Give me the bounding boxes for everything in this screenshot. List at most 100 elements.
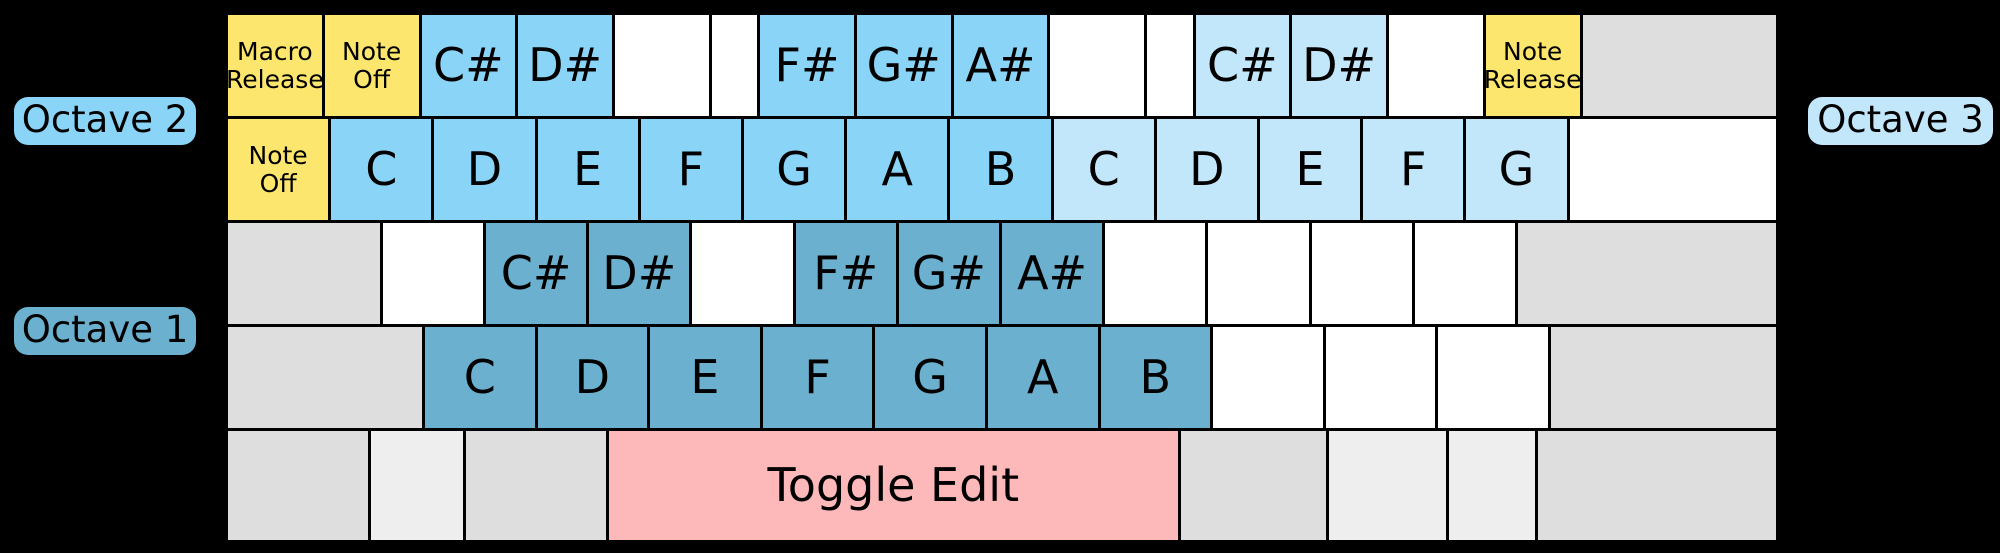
key-label: E: [573, 142, 603, 197]
key-toggle-edit[interactable]: Toggle Edit: [609, 431, 1181, 543]
key-f[interactable]: F: [762, 327, 876, 431]
key-empty: [466, 431, 610, 543]
key-b[interactable]: B: [1100, 327, 1214, 431]
key-label: A#: [1017, 246, 1088, 301]
key-g[interactable]: G#: [898, 223, 1002, 327]
key-f[interactable]: F#: [795, 223, 899, 327]
key-f[interactable]: F: [1363, 119, 1467, 223]
key-empty: [1517, 223, 1776, 327]
key-label: E: [690, 350, 720, 405]
key-label: F: [804, 350, 831, 405]
key-label: G#: [911, 246, 986, 301]
key-empty: [1537, 431, 1776, 543]
key-label: A: [1026, 350, 1059, 405]
key-a[interactable]: A#: [1001, 223, 1106, 327]
key-c[interactable]: C: [331, 119, 435, 223]
key-e[interactable]: E: [650, 327, 763, 431]
key-empty: [1105, 223, 1209, 327]
key-f[interactable]: F: [640, 119, 744, 223]
key-d[interactable]: D#: [589, 223, 693, 327]
key-d[interactable]: D#: [1292, 15, 1389, 119]
key-label: G: [776, 142, 812, 197]
key-label: F: [1400, 142, 1427, 197]
key-c[interactable]: C: [1053, 119, 1157, 223]
key-empty: [692, 223, 796, 327]
key-g[interactable]: G: [743, 119, 848, 223]
key-empty: [382, 223, 486, 327]
key-label: F#: [774, 38, 840, 93]
key-d[interactable]: D: [434, 119, 538, 223]
key-empty: [228, 327, 426, 431]
key-c[interactable]: C#: [485, 223, 590, 327]
key-label: C: [365, 142, 398, 197]
key-g[interactable]: G: [875, 327, 988, 431]
key-label: E: [1295, 142, 1325, 197]
key-label: C#: [433, 38, 504, 93]
key-empty: [228, 431, 371, 543]
key-label: G: [912, 350, 948, 405]
key-empty: [1582, 15, 1776, 119]
key-e[interactable]: E: [537, 119, 641, 223]
key-empty: [1213, 327, 1326, 431]
key-empty: [615, 15, 712, 119]
key-label: D: [574, 350, 611, 405]
key-empty: [370, 431, 467, 543]
key-label: D#: [602, 246, 677, 301]
key-d[interactable]: D: [537, 327, 651, 431]
key-empty: [1550, 327, 1776, 431]
key-empty: [1448, 431, 1538, 543]
key-empty: [1208, 223, 1312, 327]
key-label: B: [984, 142, 1017, 197]
key-label: F: [677, 142, 705, 197]
key-label: A: [881, 142, 914, 197]
key-label: F#: [813, 246, 879, 301]
key-label: B: [1139, 350, 1172, 405]
octave-1-label: Octave 1: [14, 307, 196, 355]
key-c[interactable]: C#: [1195, 15, 1293, 119]
key-d[interactable]: D: [1156, 119, 1260, 223]
key-empty: [1389, 15, 1486, 119]
key-e[interactable]: E: [1259, 119, 1364, 223]
key-empty: [1325, 327, 1439, 431]
key-label: Toggle Edit: [767, 458, 1020, 513]
octave-2-label: Octave 2: [14, 97, 196, 145]
key-a[interactable]: A: [847, 119, 951, 223]
key-empty: [1311, 223, 1415, 327]
key-label: C#: [1207, 38, 1278, 93]
key-label: D#: [528, 38, 603, 93]
key-f[interactable]: F#: [760, 15, 857, 119]
key-label: D: [1189, 142, 1225, 197]
key-empty: [1438, 327, 1551, 431]
key-empty: [228, 223, 383, 327]
key-label: G: [1498, 142, 1535, 197]
key-label: D#: [1302, 38, 1377, 93]
key-empty: [1569, 119, 1776, 223]
key-empty: [711, 15, 761, 119]
octave1-sharps-row: C# D# F# G# A#: [228, 223, 1776, 327]
key-empty: [1147, 15, 1196, 119]
toggle-edit-row: Toggle Edit: [228, 431, 1776, 543]
key-g[interactable]: G#: [856, 15, 954, 119]
key-label: C#: [500, 246, 572, 301]
key-a[interactable]: A#: [953, 15, 1051, 119]
key-label: A#: [965, 38, 1036, 93]
key-c[interactable]: C: [425, 327, 538, 431]
octave-3-label: Octave 3: [1808, 97, 1993, 145]
key-b[interactable]: B: [950, 119, 1054, 223]
key-label: G#: [866, 38, 941, 93]
key-a[interactable]: A: [987, 327, 1101, 431]
key-d[interactable]: D#: [518, 15, 615, 119]
key-c[interactable]: C#: [421, 15, 519, 119]
key-empty: [1180, 431, 1330, 543]
key-empty: [1414, 223, 1518, 327]
key-g[interactable]: G: [1466, 119, 1570, 223]
